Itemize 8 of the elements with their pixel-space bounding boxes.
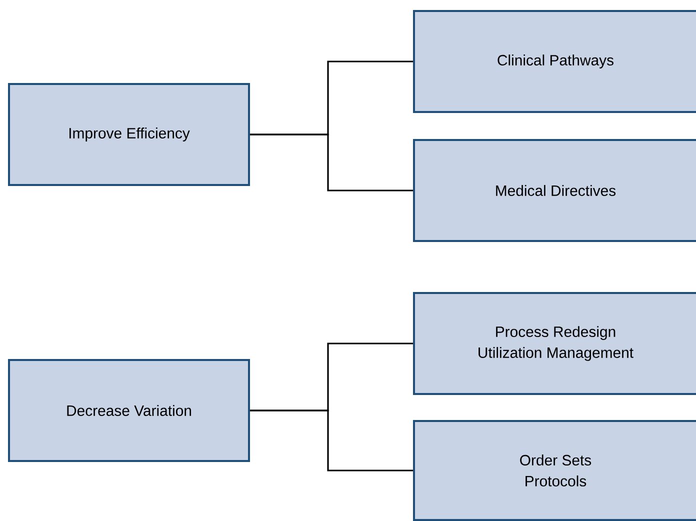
process-box: Clinical Pathways [413, 10, 696, 113]
process-box: Order Sets Protocols [413, 420, 696, 521]
process-box: Medical Directives [413, 139, 696, 242]
connector [250, 134, 413, 192]
process-box: Decrease Variation [8, 359, 250, 462]
process-box: Process Redesign Utilization Management [413, 292, 696, 395]
process-box: Improve Efficiency [8, 83, 250, 186]
connector [250, 410, 413, 472]
